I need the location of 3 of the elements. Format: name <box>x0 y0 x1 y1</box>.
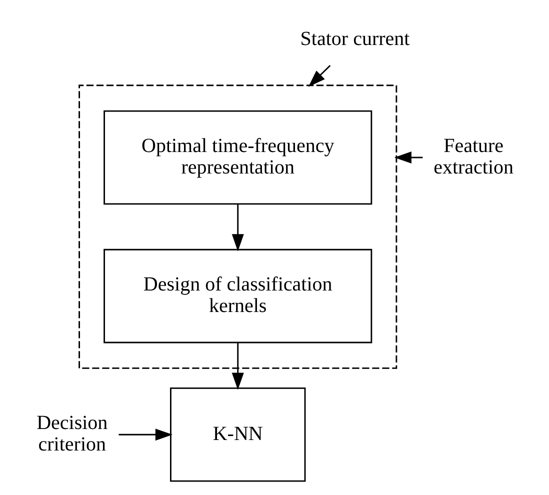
node-text: Decision criterion <box>36 412 108 456</box>
node-text: Feature extraction <box>433 135 514 178</box>
node-text: Stator current <box>300 28 410 50</box>
